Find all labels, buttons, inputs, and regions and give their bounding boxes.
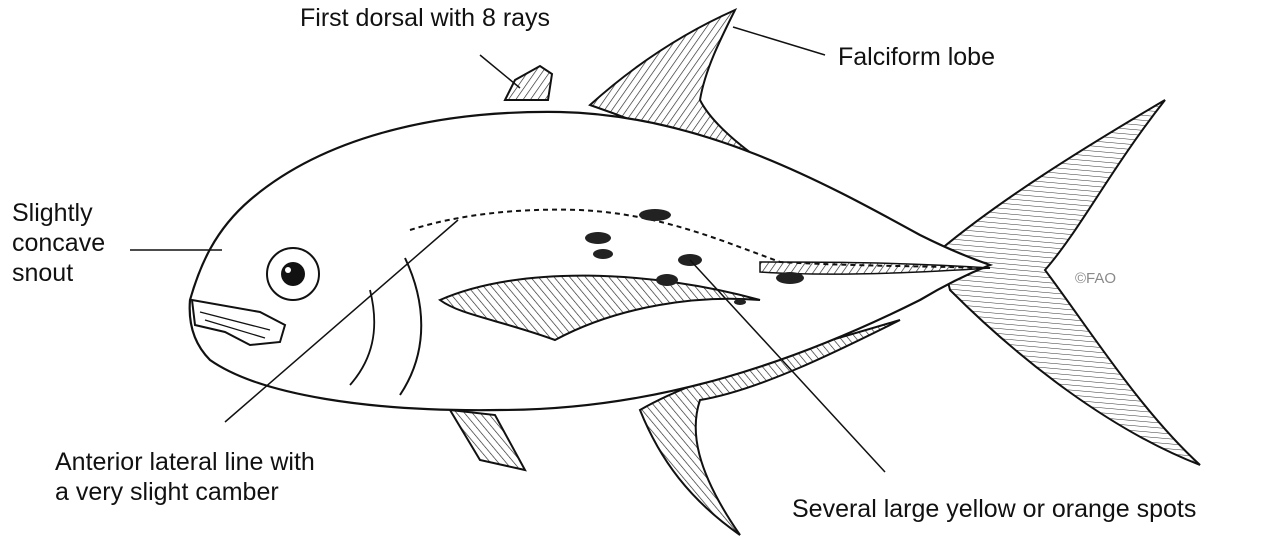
label-falciform-text: Falciform lobe — [838, 42, 995, 72]
pelvic-fin — [450, 410, 525, 470]
label-snout-line-1: Slightly — [12, 198, 105, 228]
label-first-dorsal-text: First dorsal with 8 rays — [300, 3, 550, 33]
label-first-dorsal: First dorsal with 8 rays — [300, 3, 550, 33]
label-snout-line-2: concave — [12, 228, 105, 258]
label-spots: Several large yellow or orange spots — [792, 494, 1196, 524]
label-lateral-line-1: Anterior lateral line with — [55, 447, 315, 477]
label-snout-line-3: snout — [12, 258, 105, 288]
label-spots-text: Several large yellow or orange spots — [792, 494, 1196, 524]
caudal-fin — [940, 100, 1200, 465]
label-snout: Slightly concave snout — [12, 198, 105, 288]
label-falciform-lobe: Falciform lobe — [838, 42, 995, 72]
first-dorsal-fin — [505, 66, 552, 100]
pupil — [281, 262, 305, 286]
label-lateral-line: Anterior lateral line with a very slight… — [55, 447, 315, 507]
label-lateral-line-2: a very slight camber — [55, 477, 315, 507]
fao-credit: ©FAO — [1075, 270, 1116, 287]
